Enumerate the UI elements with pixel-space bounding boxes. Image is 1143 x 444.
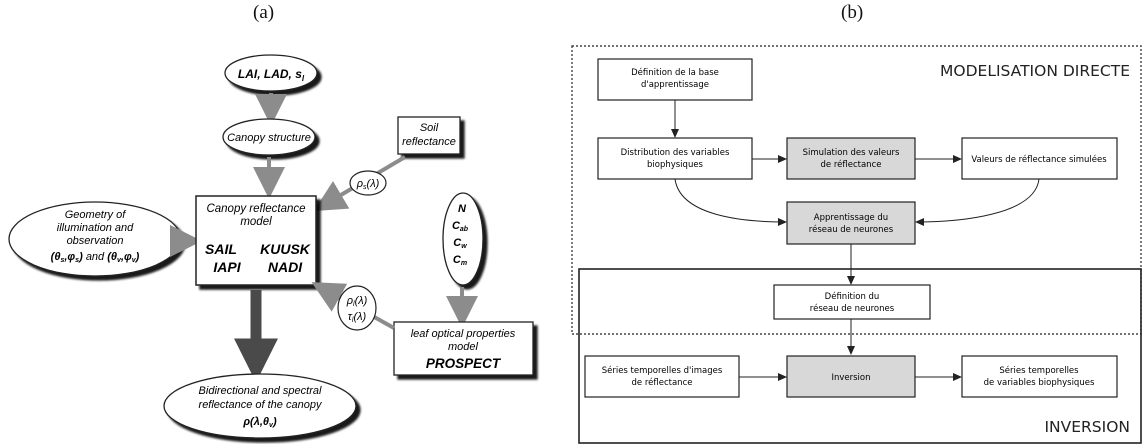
canopy-structure-label: Canopy structure [227, 132, 311, 144]
svg-text:Séries temporelles d'images: Séries temporelles d'images [602, 365, 723, 376]
geometry-label-2: illumination and [57, 222, 134, 234]
svg-text:de réflectance: de réflectance [821, 159, 882, 170]
lai-sub: l [302, 74, 305, 83]
svg-text:réseau de neurones: réseau de neurones [809, 224, 894, 235]
arrow-valeurs-apprentissage [915, 178, 1040, 226]
svg-text:Inversion: Inversion [831, 373, 870, 383]
leaf-parameters-node: N Cab Cw Cm [442, 192, 484, 286]
output-label-1: Bidirectional and spectral [199, 385, 322, 397]
soil-label-1: Soil [420, 122, 439, 134]
rho-s-node: ρs(λ) [349, 170, 387, 196]
svg-text:Séries temporelles: Séries temporelles [999, 365, 1079, 376]
model-title-1: Canopy reflectance [206, 203, 305, 215]
svg-text:Définition du: Définition du [825, 291, 880, 302]
leaf-model-name: PROSPECT [426, 356, 502, 371]
input-variables-node: LAI, LAD, sl [224, 54, 318, 92]
svg-text:réseau de neurones: réseau de neurones [810, 303, 895, 314]
svg-text:ρs(λ): ρs(λ) [356, 178, 380, 191]
svg-text:Cab: Cab [452, 220, 469, 233]
box-series-variables: Séries temporelles de variables biophysi… [961, 355, 1118, 398]
model-sail: SAIL [205, 241, 237, 257]
svg-text:Valeurs de réflectance simulée: Valeurs de réflectance simulées [971, 154, 1107, 165]
svg-text:Simulation des valeurs: Simulation des valeurs [803, 148, 900, 158]
svg-text:de variables biophysiques: de variables biophysiques [984, 378, 1095, 388]
geometry-node: Geometry of illumination and observation… [8, 201, 182, 277]
output-formula: ρ(λ,θv) [242, 416, 277, 429]
box-series-images: Séries temporelles d'images de réflectan… [584, 355, 740, 398]
box-distribution: Distribution des variables biophysiques [597, 137, 753, 180]
inversion-title: INVERSION [1044, 418, 1130, 436]
diagram-b: MODELISATION DIRECTE INVERSION Définitio… [571, 45, 1142, 444]
box-definition-reseau: Définition du réseau de neurones [773, 284, 931, 320]
soil-label-2: reflectance [402, 136, 456, 148]
canopy-structure-node: Canopy structure [222, 118, 316, 156]
svg-text:Définition de la base: Définition de la base [631, 67, 719, 78]
leaf-model-node: leaf optical properties model PROSPECT [393, 321, 534, 376]
leaf-model-title-1: leaf optical properties [411, 328, 516, 340]
box-apprentissage: Apprentissage du réseau de neurones [786, 201, 916, 245]
box-definition-base: Définition de la base d'apprentissage [597, 58, 753, 101]
direct-modelling-frame [571, 45, 1142, 335]
svg-text:Cm: Cm [453, 254, 467, 267]
svg-text:biophysiques: biophysiques [647, 160, 704, 170]
svg-text:Distribution des variables: Distribution des variables [621, 148, 730, 158]
output-node: Bidirectional and spectral reflectance o… [163, 373, 357, 439]
panel-label-a: (a) [253, 2, 275, 23]
box-valeurs: Valeurs de réflectance simulées [961, 137, 1118, 180]
geometry-label-1: Geometry of [65, 209, 126, 221]
svg-text:τl(λ): τl(λ) [348, 311, 367, 324]
geometry-label-3: observation [67, 235, 124, 247]
model-kuusk: KUUSK [260, 241, 311, 257]
box-simulation: Simulation des valeurs de réflectance [786, 137, 916, 180]
model-iapi: IAPI [213, 259, 241, 275]
svg-text:N: N [458, 203, 467, 215]
model-nadi: NADI [268, 259, 303, 275]
svg-text:de réflectance: de réflectance [632, 377, 693, 388]
leaf-model-title-2: model [448, 341, 479, 353]
rho-tau-node: ρl(λ) τl(λ) [337, 285, 377, 331]
canopy-model-node: Canopy reflectance model SAIL KUUSK IAPI… [195, 195, 317, 286]
direct-modelling-title: MODELISATION DIRECTE [940, 62, 1130, 80]
model-title-2: model [240, 216, 272, 228]
svg-text:ρl(λ): ρl(λ) [346, 295, 368, 308]
lai-label: LAI, LAD, s [238, 67, 302, 81]
svg-text:Apprentissage du: Apprentissage du [814, 213, 888, 223]
diagram-a: LAI, LAD, sl Canopy structure Soil refle… [8, 54, 534, 439]
soil-reflectance-node: Soil reflectance [397, 116, 461, 155]
output-label-2: reflectance of the canopy [199, 399, 323, 411]
panel-label-b: (b) [841, 2, 864, 23]
box-inversion: Inversion [786, 355, 916, 398]
angles-label: (θs,φs) and (θv,φv) [51, 251, 140, 264]
svg-text:LAI, LAD, sl: LAI, LAD, sl [238, 67, 305, 83]
arrow-distribution-apprentissage [674, 178, 787, 226]
inversion-frame [578, 268, 1142, 444]
svg-text:d'apprentissage: d'apprentissage [641, 80, 709, 90]
svg-text:Cw: Cw [453, 237, 467, 250]
